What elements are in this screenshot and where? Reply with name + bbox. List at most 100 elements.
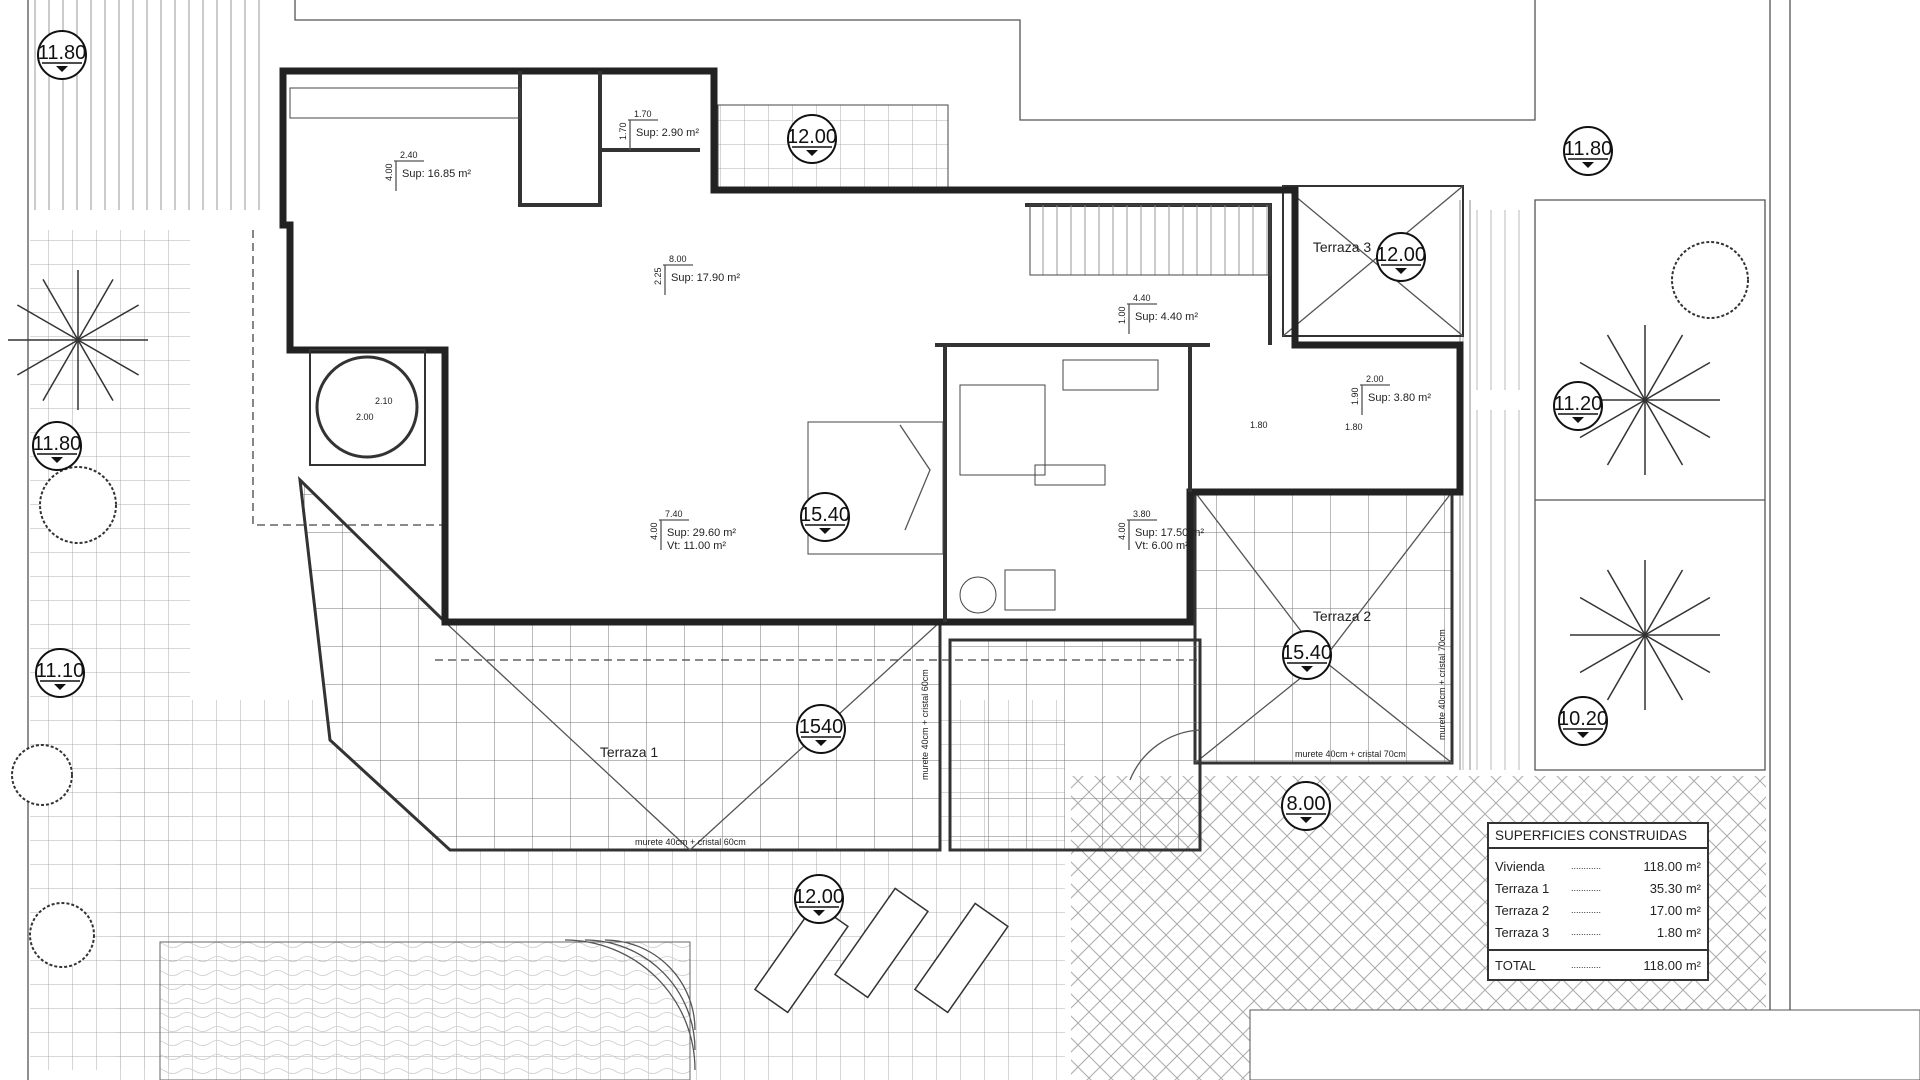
table-row: Terraza 3............ 1.80 m² (1489, 921, 1707, 943)
room-width: 4.40 (1133, 293, 1151, 303)
elevation-arrow-icon (813, 910, 825, 916)
elevation-arrow-icon (806, 150, 818, 156)
terraza-2-area (1193, 490, 1454, 765)
row-value: 17.00 m² (1649, 902, 1701, 918)
dimension-label: 2.10 (375, 396, 393, 406)
room-surface: Sup: 2.90 m² (636, 127, 699, 139)
railing-note: murete 40cm + cristal 60cm (635, 837, 746, 847)
table-row: Vivienda............ 118.00 m² (1489, 855, 1707, 877)
elevation-arrow-icon (1577, 732, 1589, 738)
table-row: Terraza 2............17.00 m² (1489, 899, 1707, 921)
elevation-marker: 11.10 (35, 648, 85, 698)
dimension-label: 1.80 (1250, 420, 1268, 430)
elevation-arrow-icon (54, 684, 66, 690)
room-width: 2.40 (400, 150, 418, 160)
elevation-arrow-icon (1300, 817, 1312, 823)
room-height: 4.00 (1117, 522, 1127, 540)
elevation-marker: 12.00 (794, 874, 844, 924)
sun-lounger-icon (913, 902, 1009, 1014)
elevation-arrow-icon (819, 528, 831, 534)
dimension-label: 2.00 (356, 412, 374, 422)
room-area-label: 2.00 1.90 Sup: 3.80 m² (1350, 374, 1431, 415)
elevation-arrow-icon (815, 740, 827, 746)
row-dots: ............ (1571, 861, 1602, 871)
trees (8, 241, 1749, 1014)
room-height: 1.90 (1350, 387, 1360, 405)
sun-lounger-icon (833, 887, 929, 999)
room-surface: Sup: 17.50 m² (1135, 527, 1204, 539)
elevation-marker: 12.00 (787, 114, 837, 164)
palm-tree-icon (8, 270, 148, 410)
room-height: 4.00 (649, 522, 659, 540)
elevation-value: 11.80 (1564, 138, 1613, 160)
row-label: Terraza 2 (1495, 902, 1550, 918)
row-value: 118.00 m² (1643, 858, 1701, 874)
elevation-arrow-icon (56, 66, 68, 72)
room-surface: Sup: 4.40 m² (1135, 311, 1198, 323)
table-row: Terraza 1............ 35.30 m² (1489, 877, 1707, 899)
railing-note: murete 40cm + cristal 60cm (920, 669, 930, 780)
table-title: SUPERFICIES CONSTRUIDAS (1489, 824, 1707, 849)
total-value: 118.00 m² (1643, 957, 1701, 973)
elevation-arrow-icon (1572, 417, 1584, 423)
elevation-value: 12.00 (787, 126, 837, 148)
terraces (252, 104, 1464, 852)
table-total-row: TOTAL............ 118.00 m² (1489, 949, 1707, 979)
tree-icon (39, 466, 117, 544)
terrace-label: Terraza 2 (1313, 608, 1372, 624)
elevation-marker: 11.80 (37, 30, 87, 80)
room-height: 1.70 (618, 122, 628, 140)
elevation-markers: 11.80 12.00 11.80 12.00 11.20 11.80 15.40 11.10… (32, 30, 1613, 924)
terrace-label: Terraza 1 (600, 744, 659, 760)
elevation-marker: 15.40 (800, 492, 850, 542)
elevation-arrow-icon (1301, 666, 1313, 672)
row-value: 35.30 m² (1649, 880, 1701, 896)
tree-icon (1671, 241, 1749, 319)
row-value: 1.80 m² (1656, 924, 1701, 940)
elevation-marker: 1540 (796, 704, 846, 754)
elevation-value: 11.10 (36, 660, 85, 682)
elevation-arrow-icon (1582, 162, 1594, 168)
row-dots: ............ (1571, 883, 1602, 893)
row-dots: ............ (1571, 960, 1602, 970)
elevation-marker: 10.20 (1558, 696, 1608, 746)
house-walls (279, 67, 1464, 626)
railing-note: murete 40cm + cristal 70cm (1437, 629, 1447, 740)
room-surface: Sup: 17.90 m² (671, 272, 740, 284)
room-surface: Sup: 3.80 m² (1368, 392, 1431, 404)
elevation-marker: 11.20 (1553, 381, 1603, 431)
room-width: 2.00 (1366, 374, 1384, 384)
elevation-marker: 11.80 (32, 421, 82, 471)
elevation-value: 1540 (799, 716, 844, 738)
elevation-value: 10.20 (1558, 708, 1608, 730)
elevation-marker: 12.00 (1376, 232, 1426, 282)
room-surface: Sup: 29.60 m² (667, 527, 736, 539)
terraza-3-area (1282, 185, 1464, 337)
elevation-arrow-icon (1395, 268, 1407, 274)
row-dots: ............ (1571, 927, 1602, 937)
elevation-value: 15.40 (1282, 642, 1332, 664)
elevation-value: 11.80 (33, 433, 82, 455)
elevation-value: 12.00 (1376, 244, 1426, 266)
dimension-label: 1.80 (1345, 422, 1363, 432)
row-label: Terraza 3 (1495, 924, 1550, 940)
total-label: TOTAL (1495, 957, 1536, 973)
elevation-arrow-icon (51, 457, 63, 463)
elevation-value: 8.00 (1287, 793, 1326, 815)
room-surface: Sup: 16.85 m² (402, 168, 471, 180)
room-width: 1.70 (634, 109, 652, 119)
row-label: Vivienda (1495, 858, 1545, 874)
elevation-marker: 11.80 (1563, 126, 1613, 176)
room-width: 3.80 (1133, 509, 1151, 519)
room-width: 8.00 (669, 254, 687, 264)
tree-icon (29, 902, 95, 968)
railing-note: murete 40cm + cristal 70cm (1295, 749, 1406, 759)
row-label: Terraza 1 (1495, 880, 1550, 896)
